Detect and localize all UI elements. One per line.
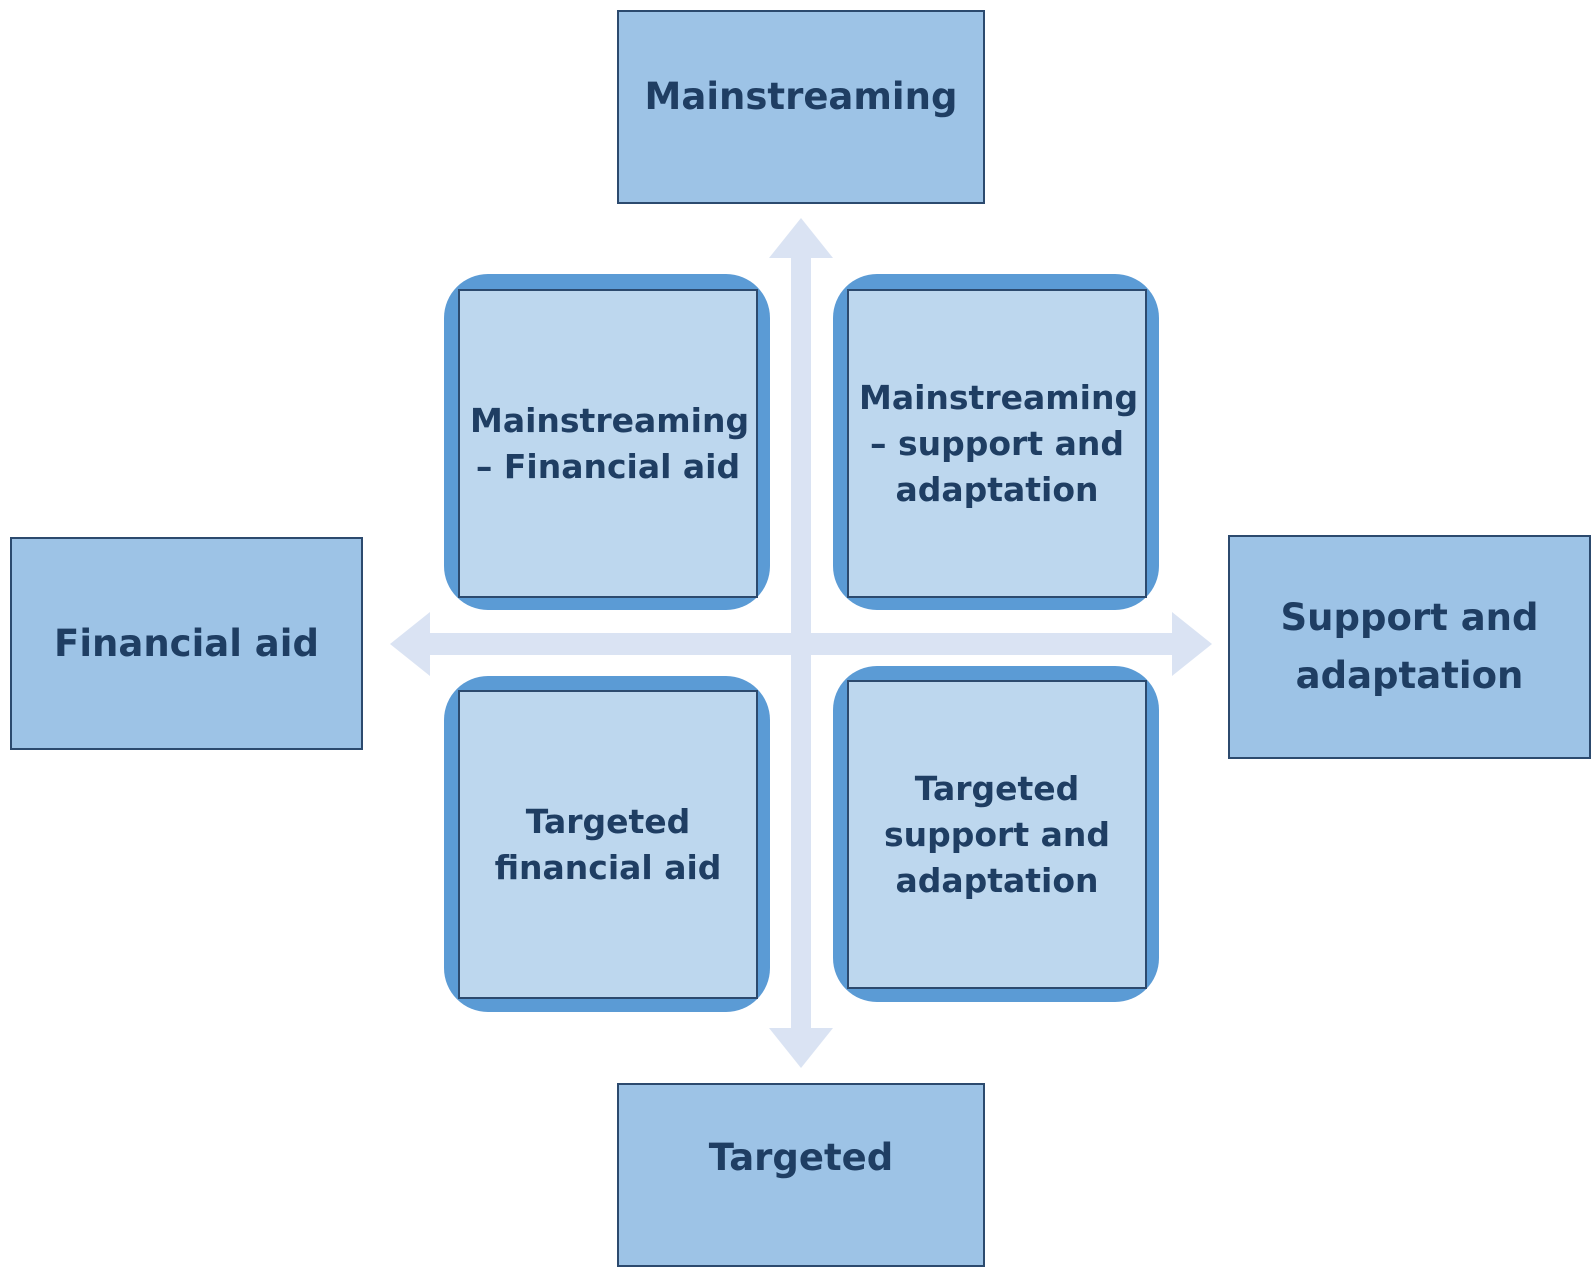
quadrant-top-left: Mainstreaming – Financial aid: [458, 289, 758, 598]
axis-label-right: Support and adaptation: [1280, 596, 1539, 697]
axis-box-support-and-adaptation: Support and adaptation: [1228, 535, 1591, 759]
quadrant-top-right-label: Mainstreaming – support and adaptation: [859, 377, 1139, 509]
axis-label-left: Financial aid: [54, 621, 319, 665]
quadrant-top-right: Mainstreaming – support and adaptation: [847, 289, 1147, 598]
quadrant-bottom-left-label: Targeted financial aid: [494, 801, 722, 887]
quadrant-bottom-right-label: Targeted support and adaptation: [884, 768, 1110, 900]
axis-label-top: Mainstreaming: [644, 75, 958, 118]
quadrant-bottom-left: Targeted financial aid: [458, 690, 758, 999]
quadrant-bottom-right: Targeted support and adaptation: [847, 680, 1147, 989]
axis-box-mainstreaming: Mainstreaming: [617, 10, 985, 204]
axis-box-financial-aid: Financial aid: [10, 537, 363, 750]
axis-label-bottom: Targeted: [708, 1136, 894, 1179]
quadrant-top-left-label: Mainstreaming – Financial aid: [470, 400, 750, 486]
horizontal-axis-arrow: [390, 612, 1212, 676]
axis-box-targeted: Targeted: [617, 1083, 985, 1267]
